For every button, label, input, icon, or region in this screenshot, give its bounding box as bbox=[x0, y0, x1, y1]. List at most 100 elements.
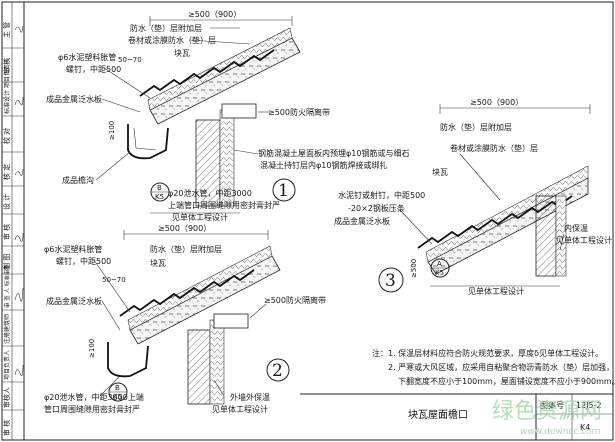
side-row-9: 注册建筑师 bbox=[3, 314, 11, 344]
d1-label-13: 见单体工程设计 bbox=[172, 212, 228, 222]
dim-top-1: ≥500（900） bbox=[188, 10, 241, 19]
d1-label-3: φ6水泥塑料胀管 bbox=[58, 52, 116, 62]
fire-barrier-1 bbox=[221, 103, 257, 119]
code-label: 图集号 bbox=[540, 400, 564, 410]
title-block: 块瓦屋面檐口 图集号 12J5-2 K4 bbox=[300, 393, 613, 440]
wall-1 bbox=[195, 119, 221, 207]
signature-mark bbox=[14, 232, 24, 242]
d1-label-8: 钢筋混凝土屋面板内预埋φ10钢筋或与细石 bbox=[258, 148, 409, 158]
side-row-11: 审核人 bbox=[2, 387, 11, 408]
side-row-1: 审 核 bbox=[2, 58, 11, 74]
d1-label-9: 混凝土持钉层内φ10钢筋焊接或绑扎 bbox=[260, 160, 387, 170]
d2-label-4: 50~70 bbox=[102, 276, 126, 284]
d1-label-7: ≥500防火隔离带 bbox=[268, 107, 330, 117]
roof-tiles-2 bbox=[119, 269, 255, 317]
signature-mark bbox=[14, 25, 24, 33]
d2-label-5: 成品金属泛水板 bbox=[46, 296, 102, 306]
signature-mark bbox=[14, 96, 24, 106]
signature-mark bbox=[14, 168, 24, 176]
gutter-2 bbox=[107, 342, 149, 378]
wall-2 bbox=[187, 329, 211, 405]
side-row-7: 制 图 bbox=[2, 254, 11, 270]
dim-top-2: ≥500（900） bbox=[158, 224, 211, 233]
note-2: 2. 严寒或大风区域，应采用自粘聚合物沥青防水（垫）层加强， bbox=[388, 362, 614, 372]
d3-label-3: 水泥钉或射钉，中距500 bbox=[338, 190, 425, 200]
dim-top-3: ≥500（900） bbox=[470, 98, 523, 107]
side-row-10: 项目负责人 bbox=[3, 350, 11, 380]
watermark: 绿色资源网 www.downcc.com bbox=[492, 399, 602, 437]
d2-label-10: 见单体工程设计 bbox=[212, 404, 268, 414]
roof-tiles-1 bbox=[139, 49, 275, 97]
d2-label-7: φ20泄水管，中距3000上端 bbox=[44, 392, 144, 402]
d3-label-4: -20×2钢板压条 bbox=[348, 203, 405, 213]
detail-3: ≥500（900） 防水（垫）层附加层 卷材或涂膜防水（垫）层 块瓦 水泥钉或射… bbox=[334, 98, 612, 296]
d2-label-2: φ6水泥塑料胀管 bbox=[44, 244, 102, 254]
insulation-1 bbox=[147, 27, 293, 111]
note-1: 1. 保温层材料应符合防火规范要求，厚度δ见单体工程设计。 bbox=[388, 348, 603, 358]
insulation-2 bbox=[127, 245, 273, 331]
d3-ref-sheet: K5 bbox=[435, 269, 444, 277]
d1-label-12: 上端管口周围缝隙用密封膏封严 bbox=[168, 200, 280, 210]
notes: 注： 1. 保温层材料应符合防火规范要求，厚度δ见单体工程设计。 2. 严寒或大… bbox=[372, 348, 615, 386]
d1-number: 1 bbox=[278, 181, 289, 201]
detail-number-1 bbox=[272, 178, 296, 202]
fire-barrier-2 bbox=[213, 313, 249, 329]
gutter-1 bbox=[127, 124, 169, 160]
side-row-12: 审 核 bbox=[2, 420, 11, 436]
side-row-3: 校 对 bbox=[2, 128, 11, 144]
sheet-title: 块瓦屋面檐口 bbox=[408, 408, 468, 421]
d3-label-0: 防水（垫）层附加层 bbox=[440, 122, 512, 132]
signature-mark bbox=[14, 287, 24, 302]
d1-ref-letter: B bbox=[157, 184, 162, 192]
watermark-url: www.downcc.com bbox=[520, 427, 600, 437]
notes-prefix: 注： bbox=[372, 348, 388, 358]
d2-ref-sheet: K5 bbox=[113, 393, 122, 401]
d3-label-5: 成品金属泛水板 bbox=[334, 216, 390, 226]
d2-number: 2 bbox=[272, 361, 283, 381]
d2-ref-letter: B bbox=[115, 384, 120, 392]
d2-label-1: 块瓦 bbox=[150, 258, 166, 268]
d2-label-11: ≥100 bbox=[88, 339, 96, 358]
side-row-5: 设 计 bbox=[2, 194, 11, 210]
d3-label-7: 见单体工程设计 bbox=[556, 235, 612, 245]
d2-label-0: 防水（垫）层附加层 bbox=[150, 244, 222, 254]
d3-label-9: ≥500 bbox=[410, 259, 418, 278]
d1-label-4: 螺钉，中距500 bbox=[66, 64, 121, 74]
detail-number-3 bbox=[378, 267, 404, 293]
d3-ref-letter: A bbox=[437, 260, 442, 268]
approval-side-block: 主 管 审 核 标准设计 项目负责人 校 对 核 定 设 计 审 核 制 图 审… bbox=[2, 2, 24, 440]
side-row-4: 核 定 bbox=[2, 164, 11, 180]
d1-label-2: 块瓦 bbox=[174, 48, 190, 58]
wall-3 bbox=[535, 195, 557, 277]
side-row-6: 审 核 bbox=[2, 224, 11, 240]
signature-mark bbox=[14, 364, 24, 376]
d1-label-5: 50~70 bbox=[118, 56, 142, 64]
watermark-main: 绿色资源网 bbox=[492, 399, 602, 424]
d1-label-0: 防水（垫）层附加层 bbox=[130, 23, 202, 33]
d1-ref-sheet: K5 bbox=[155, 193, 164, 201]
side-row-0: 主 管 bbox=[2, 22, 11, 38]
d1-label-11: φ20泄水管，中距3000 bbox=[168, 188, 252, 198]
d1-label-14: ≥100 bbox=[108, 121, 116, 140]
d2-label-3: 螺钉，中距500 bbox=[56, 256, 111, 266]
d3-label-6: 内保温 bbox=[564, 223, 588, 233]
code-value: 12J5-2 bbox=[576, 401, 602, 410]
note-3: 下翻宽度不应小于100mm，屋面铺设宽度不应小于900mm。 bbox=[398, 376, 615, 386]
insulation-3 bbox=[425, 165, 589, 263]
d3-label-1: 卷材或涂膜防水（垫）层 bbox=[450, 143, 538, 153]
side-row-2: 标准设计 项目负责人 bbox=[3, 58, 11, 114]
d2-label-9: 外墙外保温 bbox=[230, 392, 270, 402]
wall-insulation-2 bbox=[209, 319, 225, 405]
detail-2: ≥500（900） 防水（垫）层附加层 块瓦 φ6水泥塑料胀管 螺钉，中距500… bbox=[44, 224, 326, 414]
page-value: K4 bbox=[580, 423, 590, 432]
d3-number: 3 bbox=[385, 271, 396, 291]
detail-number-2 bbox=[266, 358, 290, 382]
d1-label-10: 成品檐沟 bbox=[62, 175, 94, 185]
d3-label-2: 块瓦 bbox=[432, 167, 448, 177]
d1-label-6: 成品金属泛水板 bbox=[46, 94, 102, 104]
d2-label-8: 管口周围缝隙用密封膏封严 bbox=[44, 404, 140, 414]
d1-label-1: 卷材或涂膜防水（垫）层 bbox=[128, 35, 216, 45]
side-row-8: 审 查 人 标准审查 bbox=[3, 264, 11, 308]
